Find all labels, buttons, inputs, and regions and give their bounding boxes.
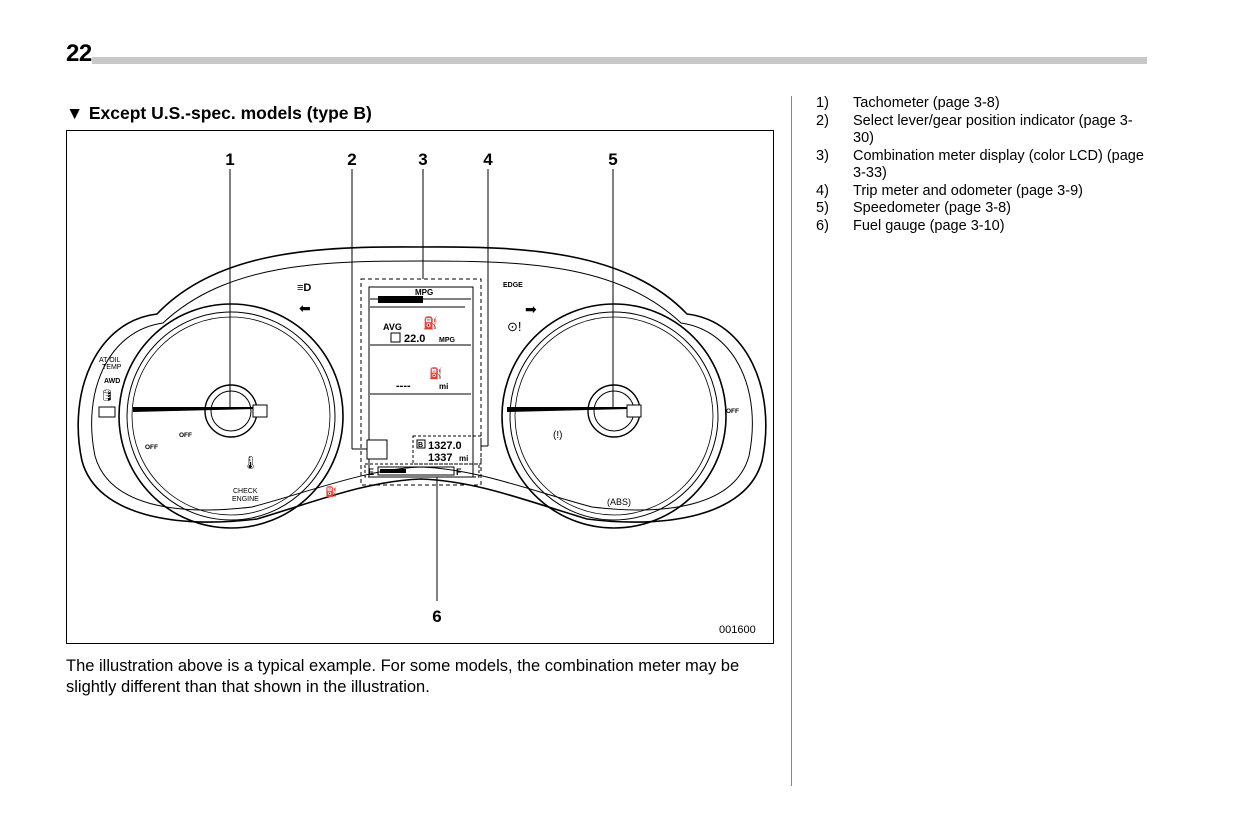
section-heading-text: Except U.S.-spec. models (type B) xyxy=(88,103,372,123)
legend-item: 6) Fuel gauge (page 3-10) xyxy=(816,218,1148,236)
fog-light-icon: ≡D xyxy=(297,282,311,294)
legend-text: Trip meter and odometer (page 3-9) xyxy=(853,182,1083,199)
legend-num: 2) xyxy=(816,112,829,129)
callout-1: 1 xyxy=(225,150,234,169)
display-odo-value: 1337 xyxy=(428,452,452,464)
temp-label: TEMP xyxy=(102,364,122,371)
steering-warning-icon: ⊙! xyxy=(507,319,522,334)
legend-num: 4) xyxy=(816,182,829,199)
legend-text: Combination meter display (color LCD) (p… xyxy=(853,147,1144,182)
awd-label: AWD xyxy=(104,378,120,385)
legend-text: Select lever/gear position indicator (pa… xyxy=(853,112,1133,147)
trip-tag: B xyxy=(418,442,423,449)
instrument-cluster-figure: MPG AVG ⛽ 22.0 MPG ⛽ ---- mi B 1327.0 13… xyxy=(66,130,774,644)
display-odo-unit: mi xyxy=(459,454,468,463)
callout-6: 6 xyxy=(432,607,441,626)
turn-right-arrow-icon: ➡ xyxy=(525,301,537,317)
speedometer-gauge xyxy=(501,303,727,529)
avg-fuel-icon: ⛽ xyxy=(423,316,438,330)
off-label-right: OFF xyxy=(726,408,739,415)
legend-num: 1) xyxy=(816,95,829,111)
range-fuel-icon: ⛽ xyxy=(429,367,443,380)
column-divider xyxy=(791,96,792,786)
cluster-housing-inner xyxy=(91,260,753,511)
header-rule xyxy=(92,57,1147,64)
figure-id: 001600 xyxy=(719,624,756,636)
low-fuel-icon-left: ⛽ xyxy=(325,485,337,498)
display-range-unit: mi xyxy=(439,382,448,391)
legend-text: Speedometer (page 3-8) xyxy=(853,200,1011,216)
tachometer-gauge xyxy=(118,303,344,529)
check-label: CHECK xyxy=(233,488,258,495)
coolant-temp-icon: 🌡 xyxy=(242,455,259,470)
legend-num: 5) xyxy=(816,200,829,216)
edge-label: EDGE xyxy=(503,282,523,289)
legend-item: 2) Select lever/gear position indicator (… xyxy=(816,113,1148,148)
gear-position-box xyxy=(366,439,388,460)
abs-warning-icon: (ABS) xyxy=(607,497,631,507)
triangle-bullet-icon: ▼ xyxy=(66,103,84,123)
display-avg-unit: MPG xyxy=(439,337,456,344)
off-label-left-2: OFF xyxy=(179,432,192,439)
callout-legend: 1) Tachometer (page 3-8) 2) Select lever/g… xyxy=(816,95,1148,235)
turn-left-arrow-icon: ⬅ xyxy=(299,300,311,316)
legend-num: 6) xyxy=(816,217,829,234)
at-oil-label: AT OIL xyxy=(99,357,121,364)
display-trip-value: 1327.0 xyxy=(428,440,462,452)
legend-item: 5) Speedometer (page 3-8) xyxy=(816,200,1148,218)
display-mpg-label: MPG xyxy=(415,288,433,297)
fuel-gauge-bar xyxy=(377,466,455,476)
cluster-housing-outer xyxy=(77,246,767,523)
brake-warning-icon: (!) xyxy=(553,430,562,441)
legend-num: 3) xyxy=(816,147,829,164)
legend-item: 4) Trip meter and odometer (page 3-9) xyxy=(816,183,1148,201)
instrument-cluster-illustration: MPG AVG ⛽ 22.0 MPG ⛽ ---- mi B 1327.0 13… xyxy=(77,150,767,636)
display-range-value: ---- xyxy=(396,380,411,392)
callout-2: 2 xyxy=(347,150,356,169)
callout-4: 4 xyxy=(483,150,493,169)
section-heading: ▼ Except U.S.-spec. models (type B) xyxy=(66,103,372,124)
callout-5: 5 xyxy=(608,150,617,169)
battery-icon xyxy=(98,406,116,418)
display-avg-label: AVG xyxy=(383,322,402,332)
callout-3: 3 xyxy=(418,150,427,169)
off-label-left: OFF xyxy=(145,444,158,451)
fuel-full-label: F xyxy=(456,467,462,477)
fuel-gauge-dashed-outline xyxy=(364,463,480,478)
oil-pressure-icon: 🛢 xyxy=(100,389,114,402)
display-avg-value: 22.0 xyxy=(404,333,425,345)
page-number: 22 xyxy=(66,40,92,67)
fuel-empty-label: E xyxy=(368,467,374,477)
figure-caption: The illustration above is a typical exam… xyxy=(66,657,740,696)
legend-text: Fuel gauge (page 3-10) xyxy=(853,217,1005,234)
legend-item: 1) Tachometer (page 3-8) xyxy=(816,95,1148,113)
engine-label: ENGINE xyxy=(232,496,259,503)
legend-text: Tachometer (page 3-8) xyxy=(853,95,1000,111)
legend-item: 3) Combination meter display (color LCD) … xyxy=(816,148,1148,183)
combination-display-dashed-outline xyxy=(360,278,482,486)
